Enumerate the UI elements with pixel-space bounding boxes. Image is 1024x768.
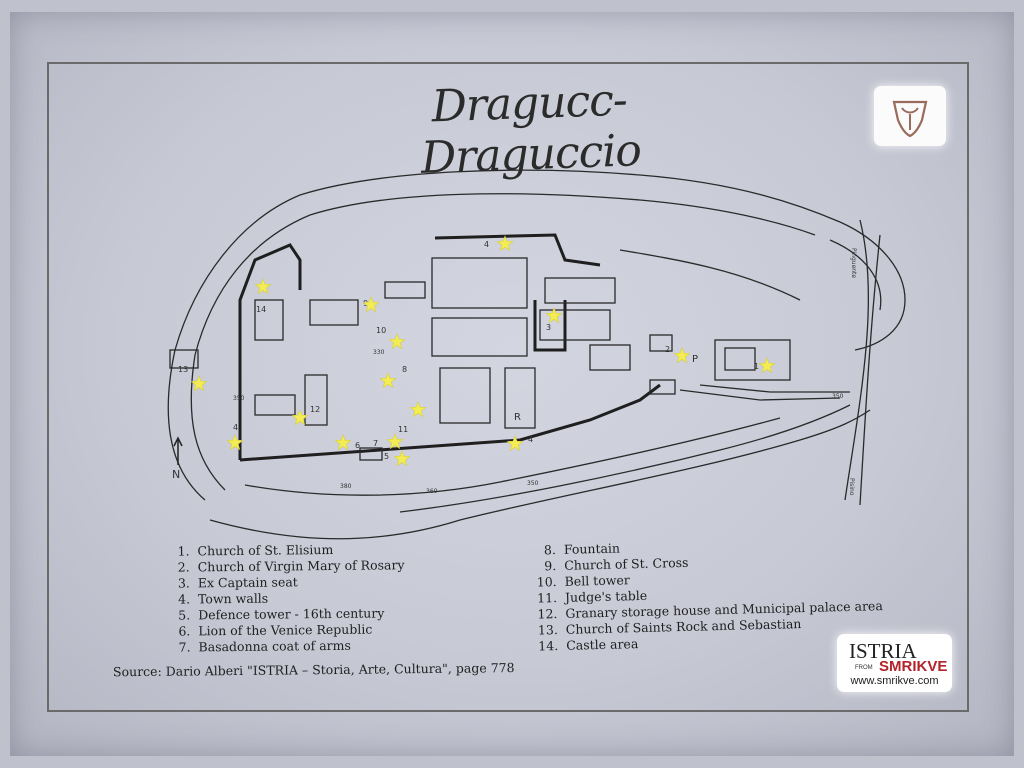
star-marker-icon: [506, 435, 524, 452]
legend-number: 14.: [538, 638, 559, 654]
legend-label: Church of St. Cross: [564, 554, 689, 573]
contour-label: 330: [373, 349, 385, 356]
legend-number: 13.: [537, 622, 559, 638]
photo-background: [10, 12, 1014, 756]
legend-number: 12.: [537, 606, 558, 622]
star-marker-icon: [334, 434, 352, 451]
star-marker-icon: [496, 235, 514, 252]
star-marker-icon: [409, 401, 427, 418]
star-marker-icon: [362, 296, 380, 313]
star-marker-icon: [226, 434, 244, 451]
logo-smrikve-text: SMRIKVE: [879, 658, 948, 675]
legend-label: Town walls: [197, 590, 269, 607]
map-number-label: 14: [256, 305, 266, 314]
star-marker-icon: [379, 372, 397, 389]
map-letter-label: P: [692, 354, 698, 365]
building-outlines: [169, 257, 850, 461]
star-marker-icon: [393, 450, 411, 467]
contour-label: 350: [527, 480, 539, 487]
legend-label: Basadonna coat of arms: [198, 637, 351, 655]
map-frame: [47, 62, 969, 712]
map-number-label: 1: [754, 362, 759, 371]
legend-label: Church of St. Elisium: [197, 541, 334, 559]
legend-label: Defence tower - 16th century: [198, 605, 385, 623]
map-letter-label: R: [514, 412, 521, 423]
legend-label: Fountain: [563, 540, 621, 557]
legend-number: 6.: [178, 623, 191, 639]
star-marker-icon: [291, 409, 309, 426]
map-number-label: 13: [178, 365, 188, 374]
crest-icon: [892, 100, 928, 138]
north-label: N: [172, 468, 180, 481]
map-number-label: 10: [376, 326, 386, 335]
star-marker-icon: [758, 357, 776, 374]
logo-from-text: FROM: [855, 665, 873, 671]
legend-left: 1. Church of St. Elisium 2. Church of Virg…: [165, 540, 496, 655]
star-marker-icon: [388, 333, 406, 350]
star-marker-icon: [386, 433, 404, 450]
legend-number: 8.: [543, 542, 557, 558]
north-arrow: N: [172, 436, 183, 481]
legend-label: Judge's table: [564, 587, 648, 605]
legend-label: Church of Virgin Mary of Rosary: [197, 557, 405, 575]
star-marker-icon: [190, 375, 208, 392]
logo-istria-text: ISTRIA: [849, 639, 917, 663]
road-label: Pinguente: [850, 248, 857, 278]
legend-number: 2.: [177, 559, 190, 575]
star-markers: [190, 235, 776, 467]
map-number-label: 6: [355, 441, 360, 450]
contour-label: 360: [426, 488, 438, 495]
smrikve-logo[interactable]: ISTRIA FROM SMRIKVE www.smrikve.com: [837, 634, 952, 692]
map-number-label: 5: [384, 452, 389, 461]
contour-label: 380: [340, 483, 352, 490]
crest-logo[interactable]: [874, 86, 946, 146]
contour-lines: [167, 169, 906, 540]
map-number-label: 4: [528, 435, 533, 444]
logo-url-link[interactable]: www.smrikve.com: [850, 675, 939, 687]
map-number-label: 4: [484, 240, 489, 249]
map-number-label: 7: [373, 439, 378, 448]
legend-number: 10.: [536, 574, 557, 590]
map-number-label: 11: [398, 425, 408, 434]
legend-label: Bell tower: [564, 572, 630, 589]
star-marker-icon: [673, 347, 691, 364]
legend-number: 5.: [178, 607, 191, 623]
legend-number: 11.: [536, 590, 558, 606]
town-walls: [238, 233, 661, 462]
legend-number: 7.: [178, 639, 191, 655]
legend-number: 3.: [177, 575, 190, 591]
star-marker-icon: [254, 278, 272, 295]
map-number-label: 3: [546, 323, 551, 332]
legend-number: 9.: [544, 558, 557, 574]
contour-label: 350: [832, 393, 844, 400]
legend-label: Lion of the Venice Republic: [198, 621, 373, 639]
legend-label: Ex Captain seat: [197, 574, 298, 591]
map-markers: 1 2 3 4 4 4 5 6 7 8 9 10 11 12 13 14 R P…: [178, 240, 857, 496]
map-number-label: 4: [233, 423, 238, 432]
map-number-label: 12: [310, 405, 320, 414]
legend-label: Castle area: [566, 636, 639, 653]
legend-number: 4.: [177, 591, 191, 607]
road-label: Pisino: [848, 478, 855, 496]
star-marker-icon: [545, 307, 563, 324]
contour-label: 350: [233, 395, 245, 402]
map-number-label: 8: [402, 365, 407, 374]
map-number-label: 2: [665, 345, 670, 354]
legend-number: 1.: [177, 543, 190, 559]
